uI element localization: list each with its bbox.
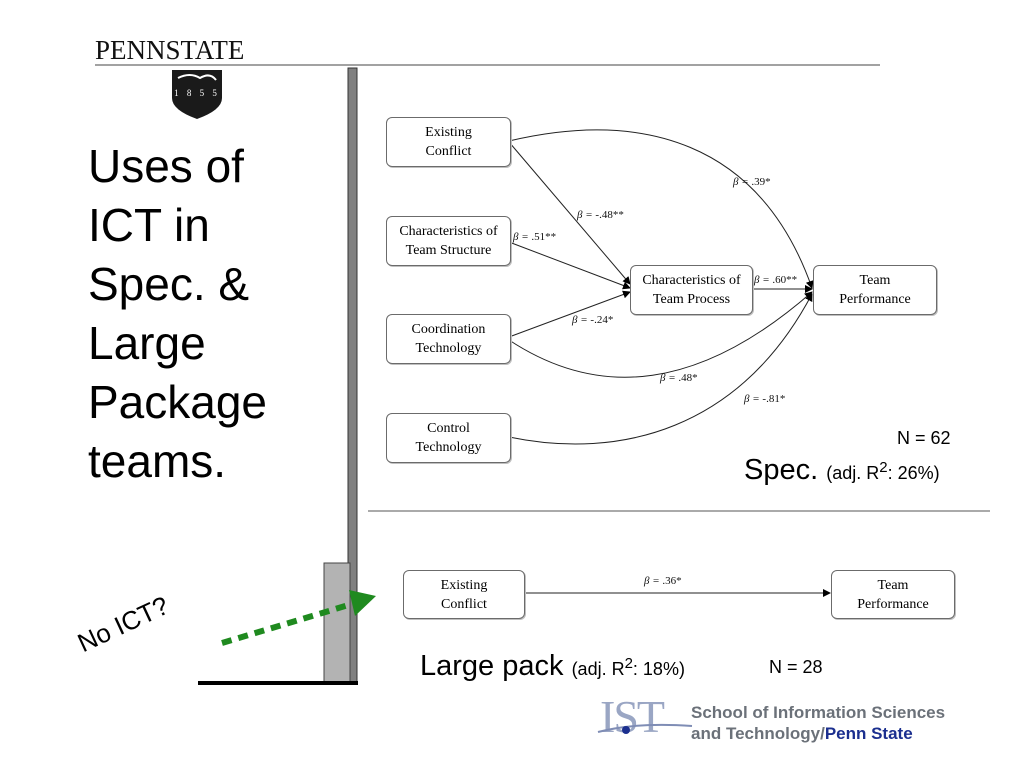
beta-conflict-process: β = -.48**: [577, 209, 624, 221]
edge-conflict-process: [508, 141, 631, 285]
edge-coordination-process: [508, 290, 631, 338]
title-line: ICT in: [88, 199, 210, 251]
beta-coordination-process: β = -.24*: [572, 314, 614, 326]
ist-logo: IST: [600, 691, 665, 742]
no-ict-arrow: [221, 601, 353, 646]
top-n-label: N = 62: [897, 428, 951, 448]
title-line: teams.: [88, 435, 227, 487]
beta-conflict-performance: β = .39*: [733, 176, 771, 188]
edge-control-performance: [508, 293, 813, 445]
beta-control-performance: β = -.81*: [744, 393, 786, 405]
edge-conflict-performance: [508, 129, 814, 289]
beta-bottom-conflict-performance: β = .36*: [644, 575, 682, 587]
gray-block: [323, 562, 351, 684]
title-line: Spec. &: [88, 258, 250, 310]
beta-coordination-performance: β = .48*: [660, 372, 698, 384]
shield-year: 1 8 5 5: [174, 88, 220, 98]
ist-logo-swoosh-icon: [597, 723, 693, 734]
top-caption: Spec. (adj. R2: 26%): [744, 454, 940, 486]
title-line: Uses of: [88, 140, 244, 192]
beta-structure-process: β = .51**: [513, 231, 557, 243]
top-diagram-edges: [508, 129, 814, 445]
title-line: Package: [88, 376, 268, 428]
edge-coordination-performance: [508, 291, 813, 378]
footer-school-line: School of Information Sciences: [691, 703, 946, 722]
edge-structure-process: [508, 241, 631, 290]
title-line: Large: [88, 317, 206, 369]
beta-process-performance: β = .60**: [754, 274, 798, 286]
slide-title: Uses of ICT in Spec. & Large Package tea…: [88, 137, 267, 491]
footer-tech-line: and Technology/Penn State: [691, 724, 913, 743]
pennstate-shield-icon: 1 8 5 5: [172, 70, 222, 119]
bottom-caption: Large pack (adj. R2: 18%): [420, 650, 685, 682]
no-ict-arrowhead: [349, 590, 376, 616]
pennstate-wordmark: PENNSTATE: [95, 35, 245, 65]
bottom-n-label: N = 28: [769, 657, 823, 677]
